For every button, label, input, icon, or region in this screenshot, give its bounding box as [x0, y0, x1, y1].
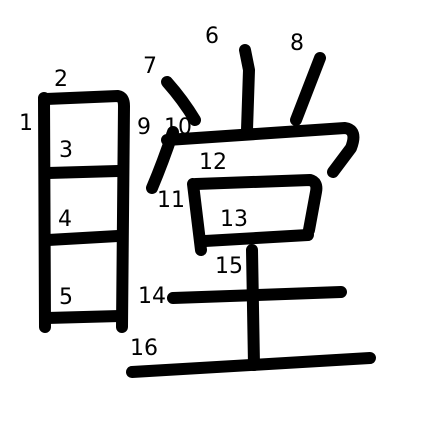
stroke-6 [239, 44, 255, 136]
stroke-number-5: 5 [59, 285, 73, 310]
stroke-5 [41, 310, 126, 324]
stroke-number-3: 3 [59, 138, 73, 163]
stroke-number-1: 1 [19, 111, 33, 136]
stroke-number-13: 13 [220, 207, 248, 232]
stroke-number-14: 14 [138, 284, 166, 309]
stroke-number-11: 11 [157, 188, 185, 213]
stroke-number-10: 10 [164, 115, 192, 140]
stroke-number-8: 8 [290, 31, 304, 56]
stroke-16 [126, 352, 376, 378]
stroke-13 [199, 229, 314, 247]
stroke-number-9: 9 [137, 115, 151, 140]
stroke-10 [161, 122, 360, 178]
stroke-2 [40, 90, 130, 333]
stroke-number-2: 2 [54, 67, 68, 92]
stroke-12 [190, 174, 323, 236]
stroke-number-6: 6 [205, 24, 219, 49]
stroke-4 [42, 230, 124, 246]
stroke-number-4: 4 [58, 207, 72, 232]
stroke-3 [42, 165, 124, 179]
stroke-number-7: 7 [143, 54, 157, 79]
stroke-1 [38, 92, 51, 333]
stroke-7 [161, 76, 201, 126]
stroke-number-12: 12 [199, 150, 227, 175]
stroke-number-16: 16 [130, 336, 158, 361]
stroke-15 [246, 244, 260, 371]
stroke-8 [290, 52, 326, 126]
stroke-number-15: 15 [215, 254, 243, 279]
